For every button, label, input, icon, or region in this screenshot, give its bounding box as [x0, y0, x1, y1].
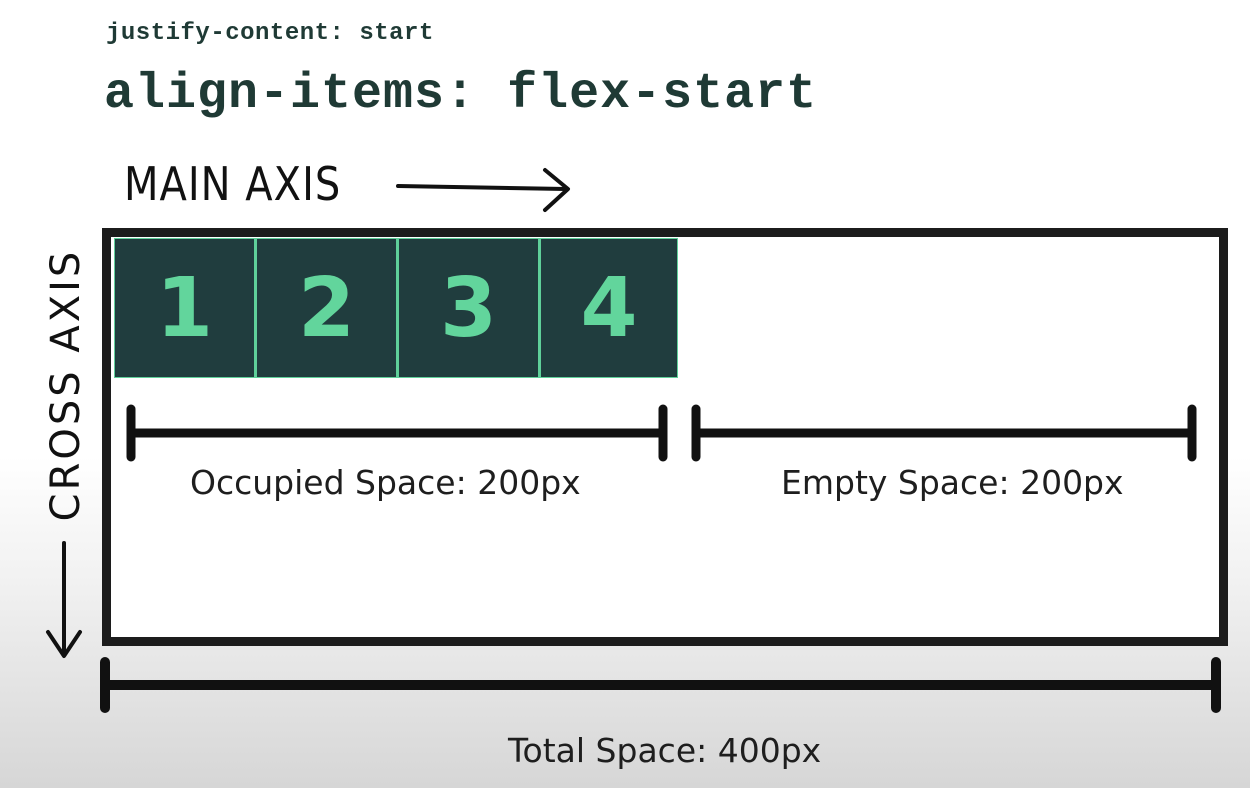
align-items-title: align-items: flex-start [104, 66, 818, 123]
flex-item-2: 2 [257, 239, 396, 377]
main-axis-label: MAIN AXIS [124, 158, 342, 212]
occupied-space-label: Occupied Space: 200px [190, 463, 581, 502]
empty-space-bracket [691, 404, 1197, 462]
flex-item-1: 1 [115, 239, 254, 377]
flex-items-row: 1 2 3 4 [114, 238, 678, 378]
justify-content-subtitle: justify-content: start [106, 20, 434, 47]
cross-axis-arrow-icon [46, 541, 82, 658]
total-space-label: Total Space: 400px [508, 731, 822, 770]
main-axis-arrow-icon [396, 168, 570, 212]
empty-space-label: Empty Space: 200px [781, 463, 1124, 502]
flex-item-3: 3 [399, 239, 538, 377]
total-space-bracket [100, 657, 1221, 713]
flex-item-4: 4 [541, 239, 677, 377]
occupied-space-bracket [126, 404, 668, 462]
